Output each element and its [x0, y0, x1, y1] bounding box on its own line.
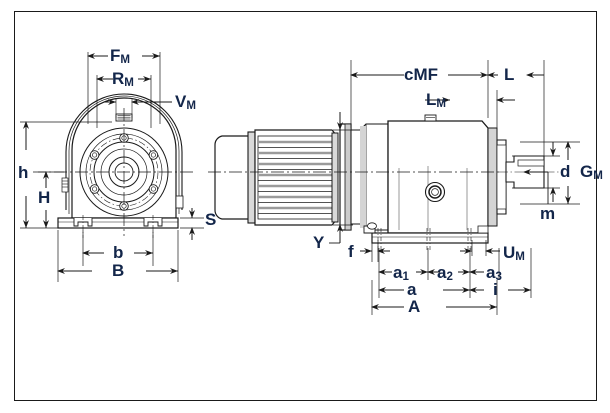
dimension-label-a1: a1: [393, 263, 409, 283]
dimension-label-a-lower: a: [407, 280, 417, 299]
dimension-label-y: Y: [313, 233, 325, 252]
dimension-label-gm: GM: [580, 162, 603, 182]
dimension-label-a-upper: A: [408, 297, 421, 316]
dimension-label-cmf: cMF: [404, 65, 438, 84]
dimension-label-s: S: [205, 210, 217, 229]
dimension-label-b-lower: b: [113, 243, 124, 262]
dimension-label-b-upper: B: [112, 261, 125, 280]
dimension-label-f: f: [348, 242, 354, 261]
dimension-label-fm: FM: [110, 46, 131, 66]
dimension-label-a2: a2: [437, 263, 453, 283]
dimension-label-vm: VM: [175, 92, 196, 112]
dimension-label-lm: LM: [426, 90, 447, 110]
side-view-group: [208, 60, 580, 315]
dimension-label-d: d: [560, 162, 571, 181]
dimension-label-i: i: [493, 280, 498, 299]
dimension-label-rm: RM: [112, 69, 134, 89]
dimension-label-a3: a3: [486, 263, 502, 283]
dimension-label-l: L: [504, 65, 515, 84]
dimension-label-h-upper: H: [38, 188, 51, 207]
front-view-group: [20, 52, 204, 282]
dimension-label-m: m: [540, 204, 556, 223]
dimension-label-um: UM: [503, 243, 525, 263]
dimension-label-h-lower: h: [18, 163, 29, 182]
